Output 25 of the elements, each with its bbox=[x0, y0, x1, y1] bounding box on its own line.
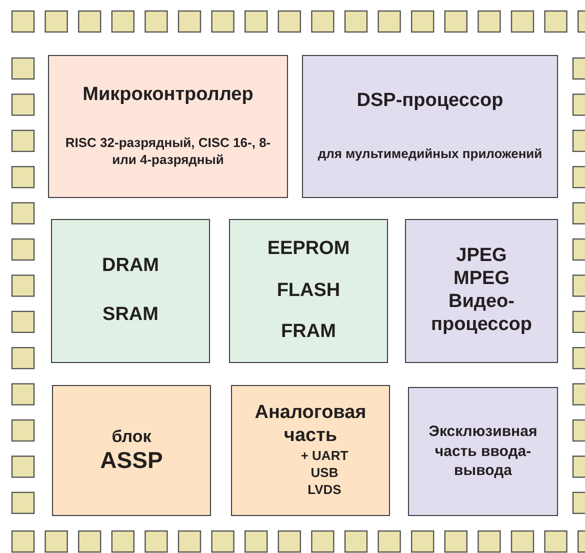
block-text: RISC 32-разрядный, CISC 16-, 8- или 4-разрядный bbox=[64, 135, 272, 169]
block-text: MPEG bbox=[454, 268, 510, 291]
block-title: Микроконтроллер bbox=[82, 84, 254, 107]
block-text: FLASH bbox=[276, 280, 340, 302]
block-title: DSP-процессор bbox=[356, 90, 504, 113]
block-text: FRAM bbox=[281, 320, 336, 344]
block-text: SRAM bbox=[102, 304, 158, 327]
block-title: Эксклюзивная часть ввода-вывода bbox=[428, 422, 538, 481]
analog-block bbox=[231, 385, 390, 516]
block-text: + UART USB LVDS bbox=[300, 448, 350, 499]
block-text: ASSP bbox=[100, 446, 163, 474]
ram-block bbox=[51, 219, 210, 363]
dsp-processor-block bbox=[302, 55, 558, 198]
block-title: DRAM bbox=[102, 255, 159, 278]
video-processor-block bbox=[405, 219, 558, 363]
block-text: Видео-процессор bbox=[430, 291, 534, 337]
block-title: EEPROM bbox=[267, 238, 350, 262]
microcontroller-block bbox=[48, 55, 288, 198]
block-title: JPEG bbox=[456, 245, 507, 268]
block-text: для мультимедийных приложений bbox=[318, 146, 542, 164]
io-block bbox=[408, 387, 558, 516]
block-title: Аналоговая часть bbox=[254, 402, 368, 448]
assp-block bbox=[52, 385, 211, 516]
nonvolatile-memory-block bbox=[229, 219, 388, 363]
block-title: блок bbox=[112, 426, 152, 447]
